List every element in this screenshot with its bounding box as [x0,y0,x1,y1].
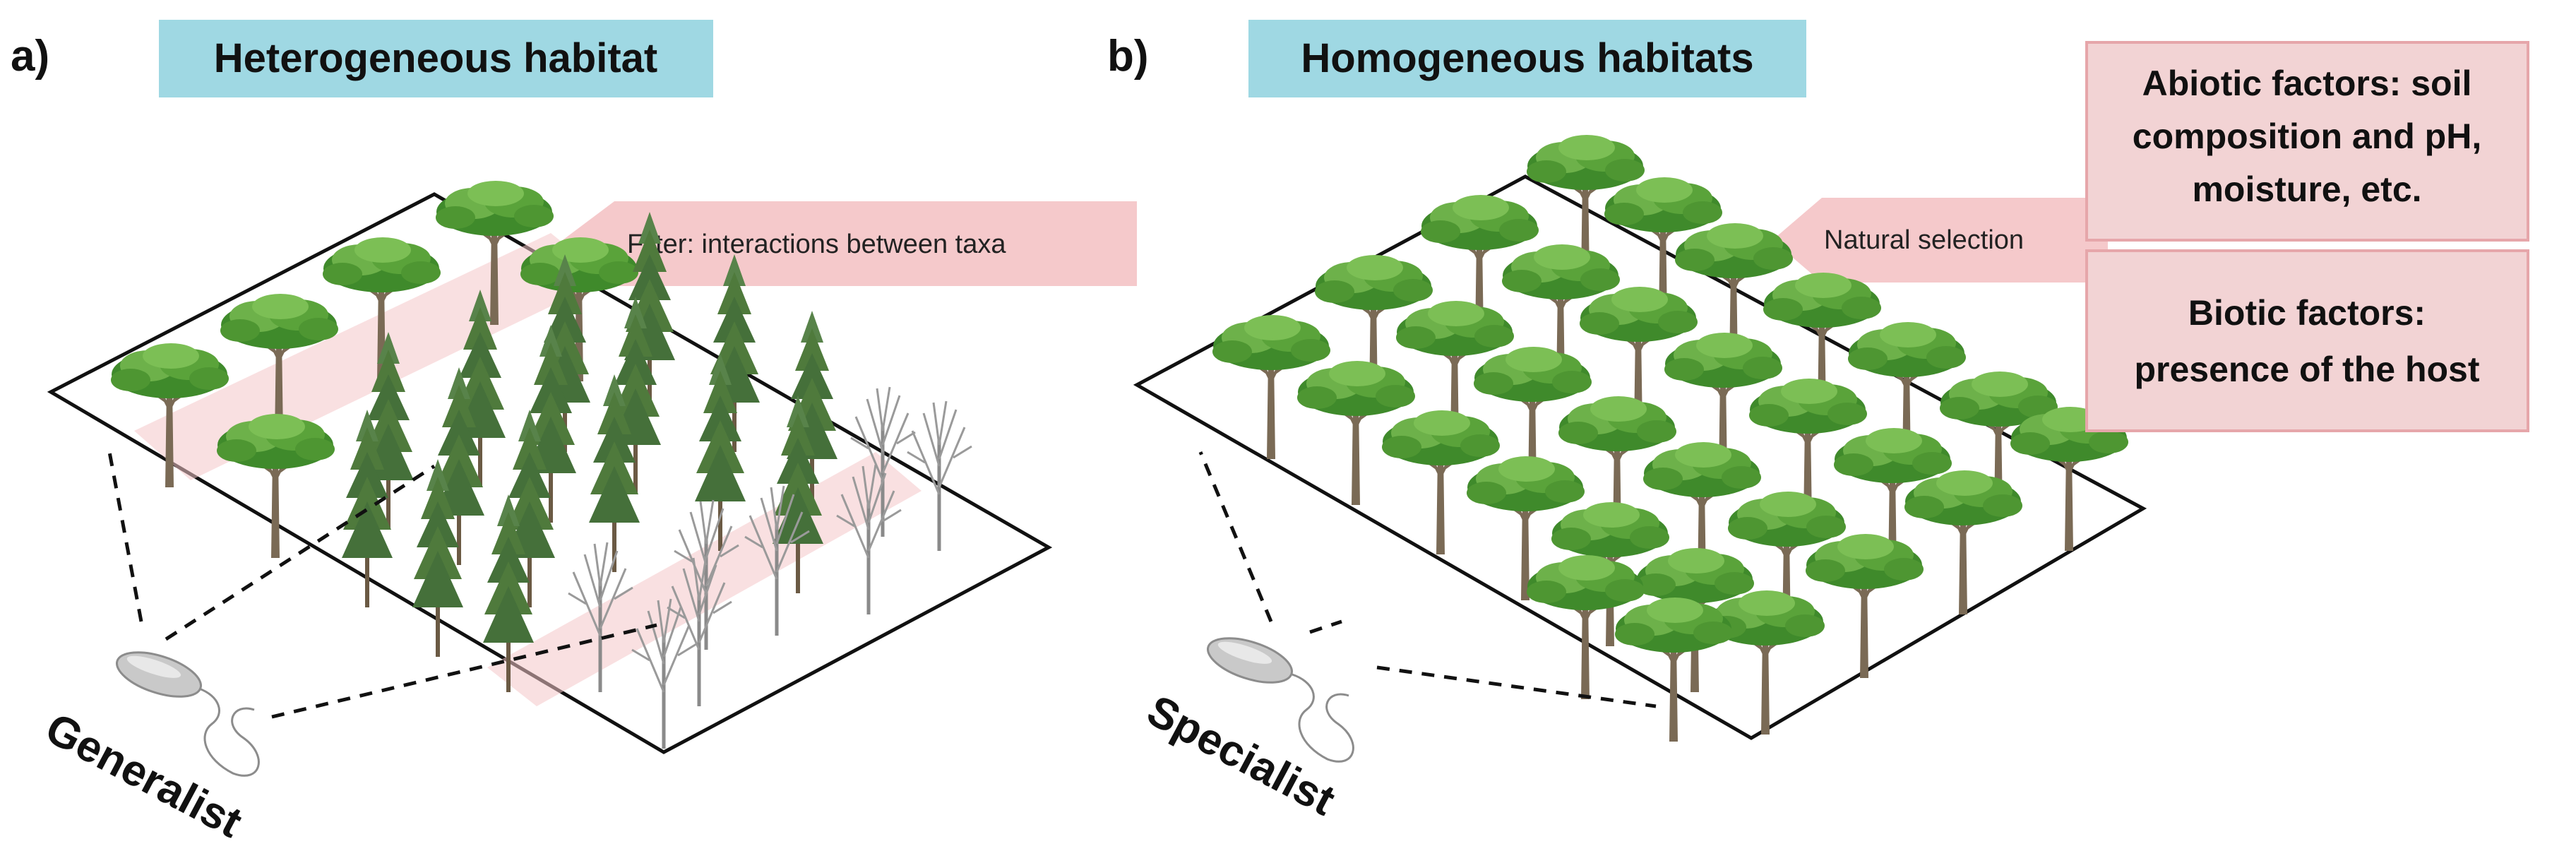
generalist-label: Generalist [37,703,249,847]
filter-label: Filter: interactions between taxa [627,230,1006,259]
specialist-sampling-lines [1198,451,1657,708]
panel-a-title-box [159,20,713,97]
biotic-factor-box [2085,249,2529,432]
factor-boxes: Abiotic factors: soil composition and pH… [2085,41,2529,432]
selection-label: Natural selection [1824,225,2024,255]
panel-b-title-box [1248,20,1806,97]
abiotic-line-1: Abiotic factors: soil [2142,64,2472,103]
selection-arrow [1772,198,2108,283]
abiotic-line-3: moisture, etc. [2192,170,2421,209]
biotic-line-2: presence of the host [2135,350,2480,389]
panel-a-label: a) [11,32,49,81]
panel-a-title: Heterogeneous habitat [214,35,657,81]
specialist-label: Specialist [1139,686,1342,825]
panel-b-label: b) [1107,32,1149,81]
biotic-line-1: Biotic factors: [2188,293,2426,333]
abiotic-factor-box [2085,41,2529,242]
microbe-icon [1201,628,1354,763]
panel-b-title: Homogeneous habitats [1301,35,1753,81]
filter-arrow [558,201,1137,286]
panel-a: a) Heterogeneous habitat Filter: interac… [11,20,1137,848]
abiotic-line-2: composition and pH, [2133,117,2481,156]
panel-b: b) Homogeneous habitats Natural selectio… [1107,20,2147,825]
generalist-sampling-lines [107,451,657,719]
microbe-icon [110,642,260,777]
filter-band-top [134,233,607,480]
panel-b-ground-plane [1133,174,2147,740]
